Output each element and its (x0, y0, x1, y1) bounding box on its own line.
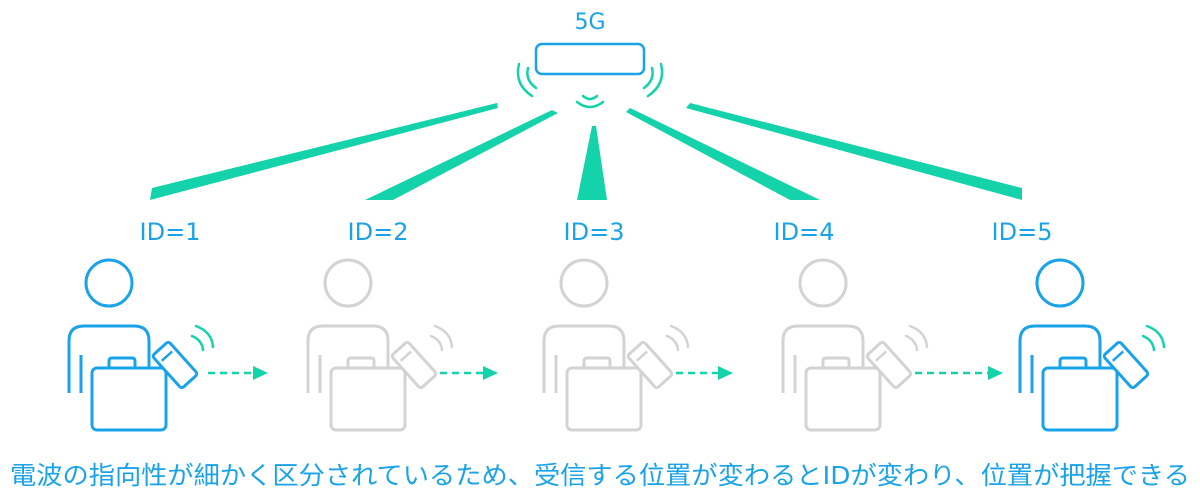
person-3 (542, 258, 690, 432)
beam-4 (626, 108, 820, 200)
person-5 (1018, 258, 1166, 432)
id-label: ID=5 (992, 218, 1053, 246)
signal-waves-icon (516, 62, 664, 109)
base-station-icon (534, 42, 646, 76)
base-station: 5G (516, 10, 664, 109)
base-station-label: 5G (574, 10, 605, 35)
device-signal-icon (665, 324, 690, 352)
person-2 (306, 258, 454, 432)
device-signal-icon (904, 324, 929, 352)
beam-5 (686, 103, 1022, 200)
id-label: ID=3 (564, 218, 625, 246)
person-4 (781, 258, 929, 432)
id-labels: ID=1 ID=2 ID=3 ID=4 ID=5 (140, 218, 1053, 246)
id-label: ID=2 (348, 218, 409, 246)
dashed-arrow (440, 366, 498, 380)
id-label: ID=1 (140, 218, 201, 246)
person-1 (67, 258, 215, 432)
beams (150, 103, 1022, 200)
beam-2 (365, 110, 558, 200)
device-signal-icon (429, 324, 454, 352)
movement-arrows (208, 366, 1003, 380)
beam-1 (150, 103, 498, 200)
device-signal-icon (190, 324, 215, 352)
dashed-arrow (915, 366, 1003, 380)
dashed-arrow (676, 366, 733, 380)
dashed-arrow (208, 366, 268, 380)
caption: 電波の指向性が細かく区分されているため、受信する位置が変わるとIDが変わり、位置… (10, 461, 1190, 490)
id-label: ID=4 (774, 218, 835, 246)
beam-3 (577, 126, 607, 200)
device-signal-icon (1141, 324, 1166, 352)
